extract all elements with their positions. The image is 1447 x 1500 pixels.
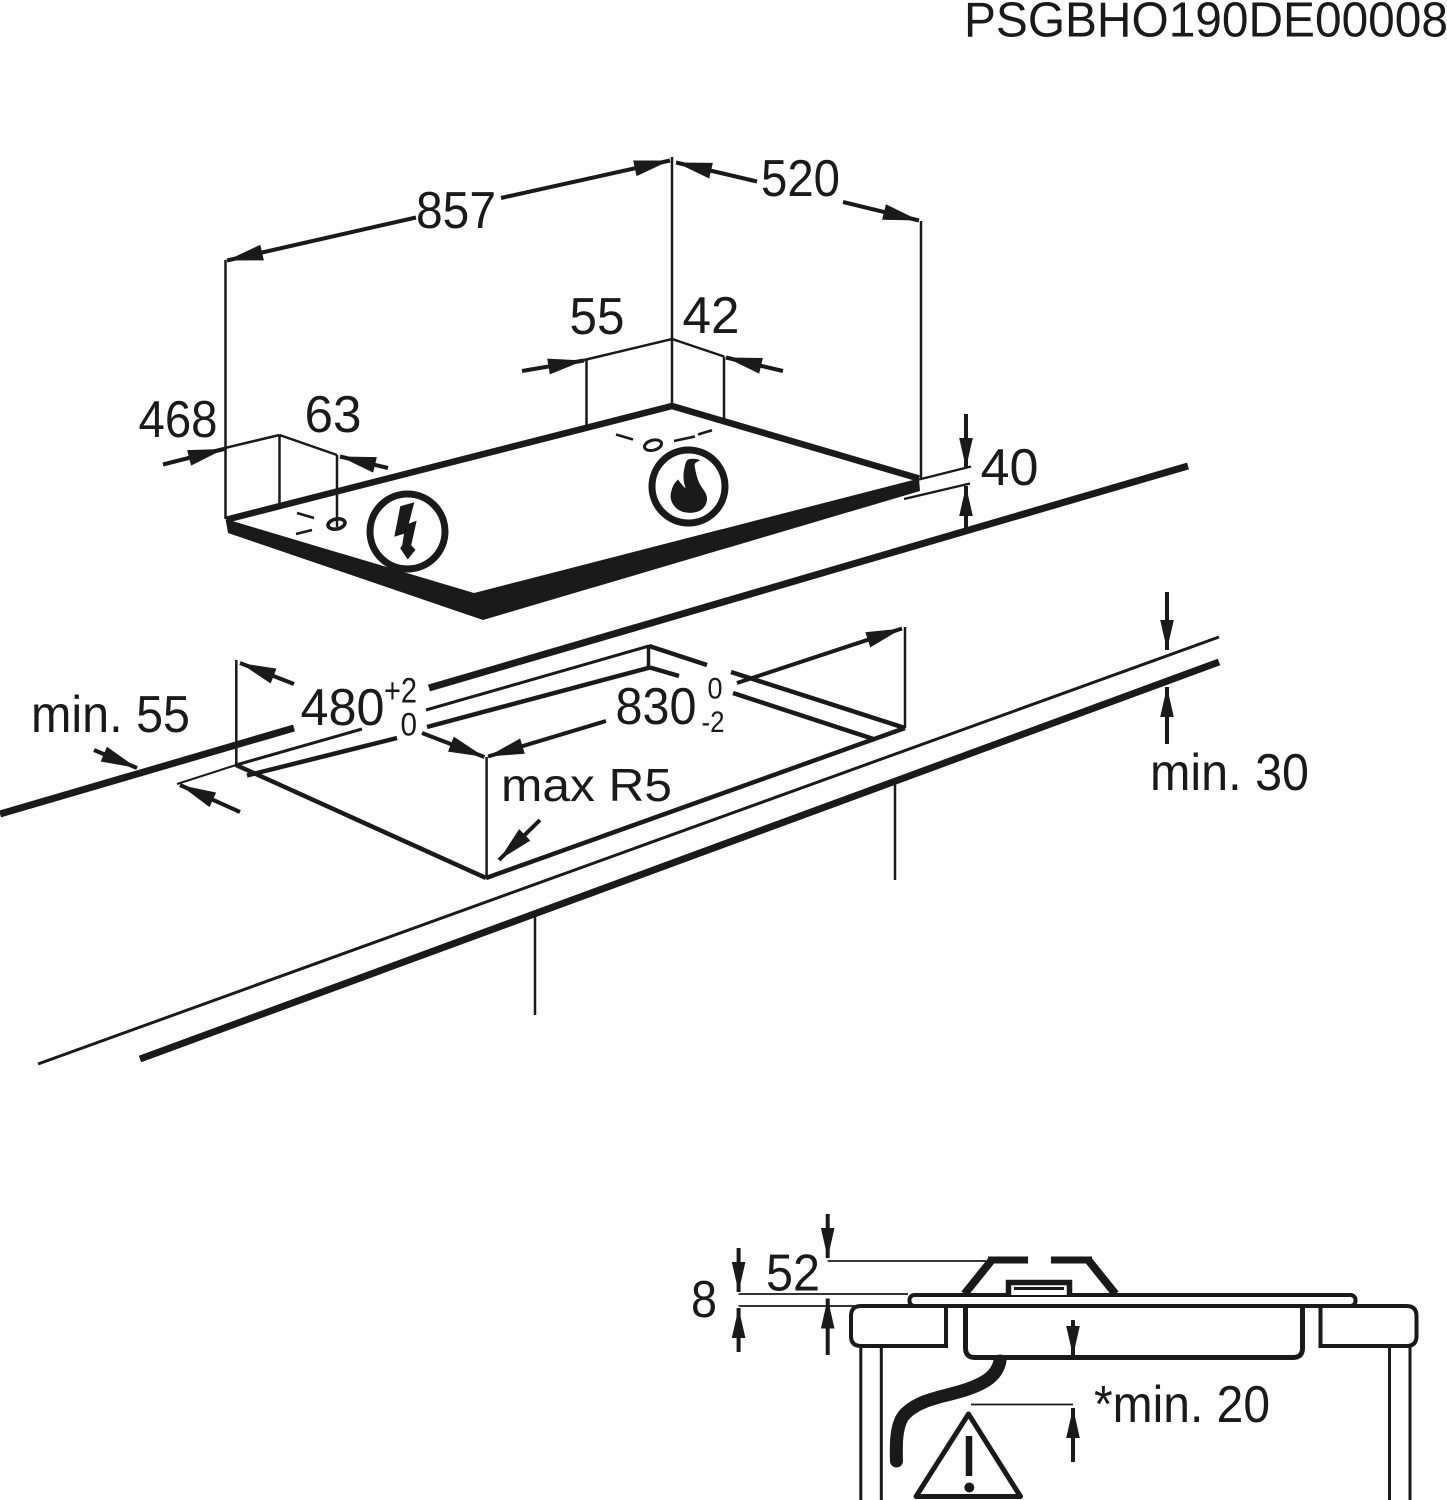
svg-text:520: 520 [761, 150, 840, 208]
svg-text:468: 468 [139, 391, 218, 449]
svg-text:52: 52 [766, 1245, 820, 1303]
svg-text:max R5: max R5 [501, 759, 672, 811]
svg-text:830: 830 [616, 678, 697, 736]
svg-text:42: 42 [683, 287, 740, 345]
svg-text:*min. 20: *min. 20 [1094, 1376, 1270, 1434]
svg-text:0: 0 [401, 707, 418, 743]
svg-text:min. 55: min. 55 [31, 686, 190, 744]
svg-text:480: 480 [301, 679, 385, 737]
svg-text:PSGBHO190DE00008: PSGBHO190DE00008 [964, 0, 1447, 48]
svg-text:0: 0 [708, 673, 723, 706]
svg-text:857: 857 [416, 182, 496, 240]
svg-text:+2: +2 [384, 672, 417, 711]
svg-text:min. 30: min. 30 [1150, 744, 1309, 802]
svg-text:40: 40 [981, 439, 1039, 497]
svg-text:63: 63 [305, 386, 362, 444]
svg-text:8: 8 [691, 1271, 717, 1329]
svg-text:-2: -2 [702, 706, 725, 739]
svg-text:55: 55 [570, 288, 625, 346]
